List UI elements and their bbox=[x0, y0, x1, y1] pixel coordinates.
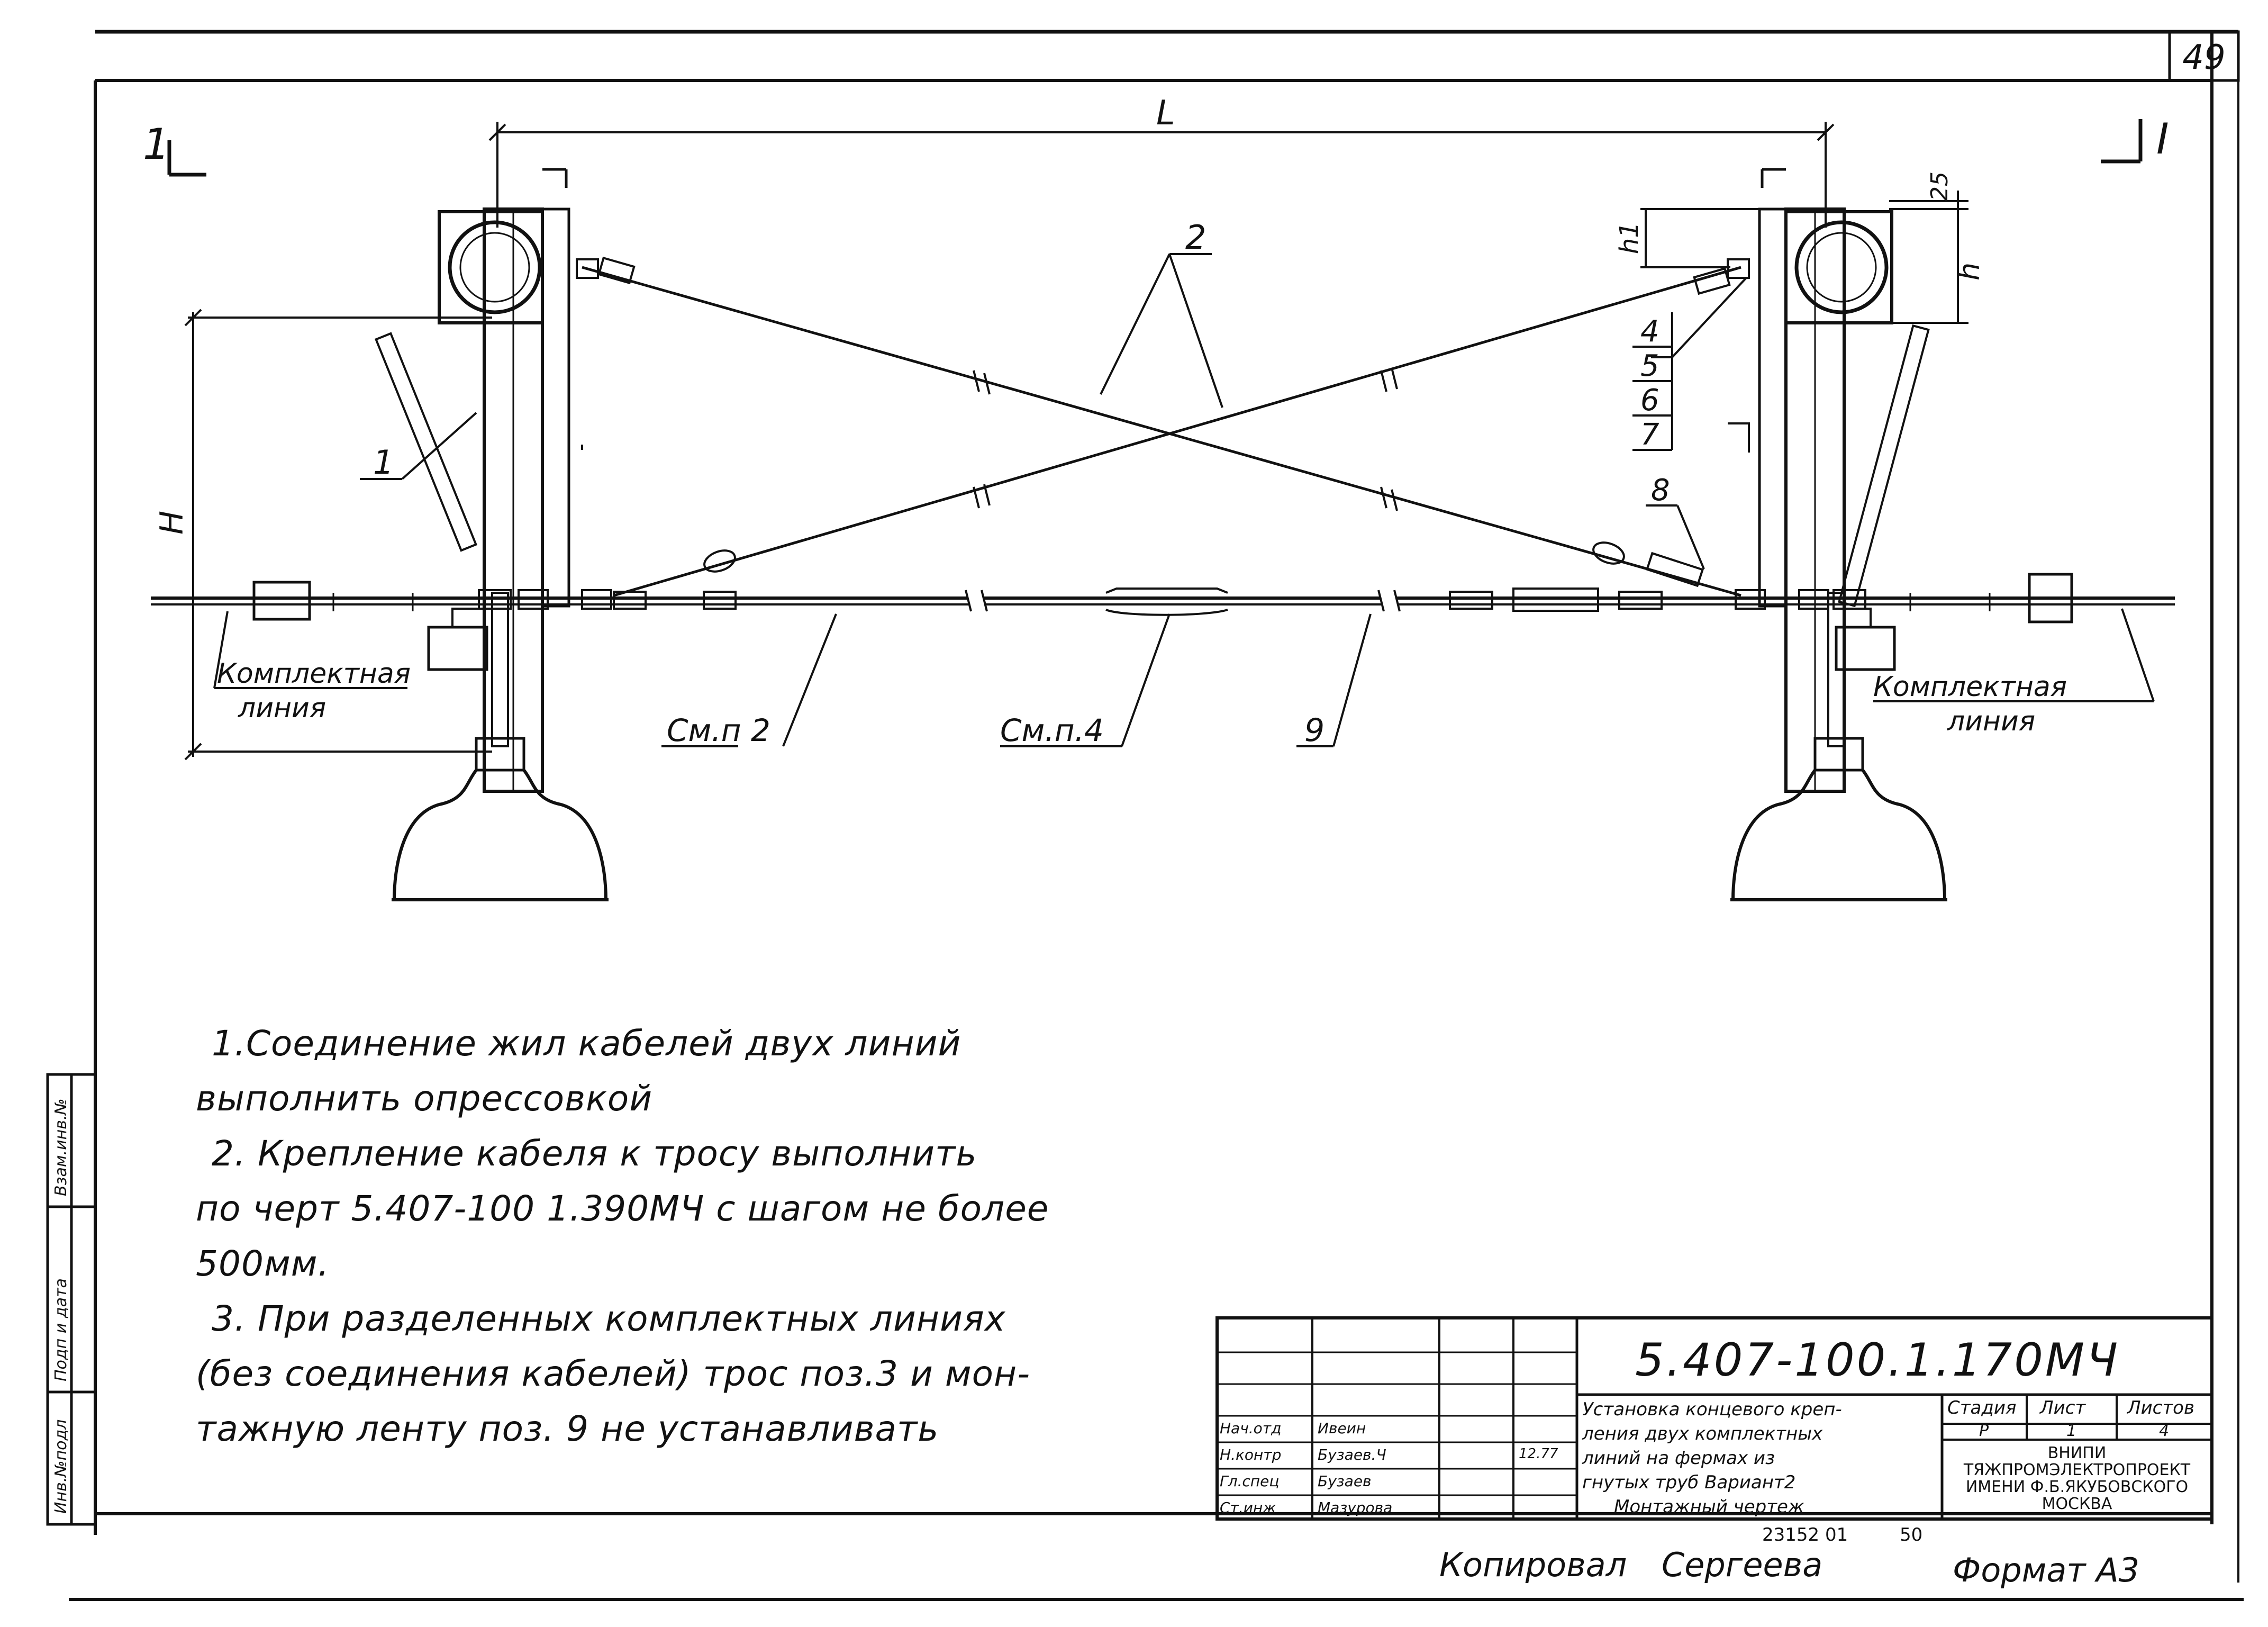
signer-role: Н.контр bbox=[1220, 1446, 1282, 1463]
complete-line-right-1: Комплектная bbox=[1873, 671, 2067, 703]
cable-line bbox=[151, 573, 2175, 623]
section-marker-left bbox=[167, 140, 206, 177]
sheet-value: 1 bbox=[2066, 1422, 2077, 1440]
doc-title-line: Монтажный чертеж bbox=[1614, 1496, 1804, 1517]
signer-name: Мазурова bbox=[1318, 1499, 1393, 1516]
section-label-right: I bbox=[2156, 114, 2169, 164]
doc-title-line: линий на фермах из bbox=[1582, 1448, 1775, 1469]
paper-format: Формат А3 bbox=[1953, 1551, 2140, 1589]
note-line: (без соединения кабелей) трос поз.3 и мо… bbox=[196, 1353, 1031, 1394]
org-line: ТЯЖПРОМЭЛЕКТРОПРОЕКТ bbox=[1963, 1461, 2191, 1479]
guy-wires bbox=[576, 256, 1750, 597]
dim-h1: h1 bbox=[1614, 222, 1644, 254]
height-dimension bbox=[184, 309, 492, 761]
span-label: L bbox=[1156, 94, 1175, 133]
side-stamp-3: Взам.инв.№ bbox=[52, 1098, 70, 1196]
right-dimensions bbox=[1640, 191, 1968, 324]
callout-9: 9 bbox=[1304, 712, 1324, 749]
side-stamp bbox=[46, 1073, 97, 1526]
dim-h: h bbox=[1953, 263, 1986, 281]
archive-number: 23152 01 bbox=[1762, 1524, 1848, 1545]
side-stamp-2: Подп и дата bbox=[52, 1278, 70, 1381]
left-truss bbox=[374, 168, 583, 793]
signer-role: Ст.инж bbox=[1220, 1499, 1276, 1516]
note-line: 3. При разделенных комплектных линиях bbox=[212, 1298, 1006, 1339]
stage-value: Р bbox=[1979, 1422, 1989, 1440]
note-line: по черт 5.407-100 1.390МЧ с шагом не бол… bbox=[196, 1188, 1049, 1229]
sheets-label: Листов bbox=[2127, 1397, 2195, 1418]
callout-see-p4: См.п.4 bbox=[1000, 712, 1104, 748]
doc-title-line: ления двух комплектных bbox=[1582, 1423, 1823, 1444]
left-junction-box bbox=[427, 608, 488, 671]
doc-title-line: гнутых труб Вариант2 bbox=[1582, 1472, 1796, 1493]
height-label: H bbox=[153, 511, 190, 535]
note-line: 2. Крепление кабеля к тросу выполнить bbox=[212, 1133, 977, 1174]
note-line: тажную ленту поз. 9 не устанавливать bbox=[196, 1408, 939, 1449]
dim-25: 25 bbox=[1926, 171, 1953, 201]
complete-line-right-2: линия bbox=[1947, 706, 2035, 737]
callout-1: 1 bbox=[373, 443, 394, 482]
right-lamp bbox=[1730, 592, 1947, 901]
section-label-left: 1 bbox=[143, 120, 170, 169]
signer-role: Гл.спец bbox=[1220, 1472, 1280, 1490]
callout-4: 4 bbox=[1640, 314, 1659, 349]
callout-see-p2: См.п 2 bbox=[667, 712, 770, 748]
section-marker-right bbox=[2101, 119, 2143, 164]
archive-sheet: 50 bbox=[1900, 1524, 1923, 1545]
callout-leaders bbox=[213, 253, 2155, 747]
copied-by-name: Сергеева bbox=[1662, 1545, 1823, 1584]
org-line: МОСКВА bbox=[2042, 1495, 2112, 1513]
callout-7: 7 bbox=[1640, 418, 1659, 452]
sheet-label: Лист bbox=[2040, 1397, 2086, 1418]
page-number: 49 bbox=[2182, 38, 2225, 77]
doc-title: Установка концевого креп- ления двух ком… bbox=[1582, 1397, 1842, 1519]
org-name: ВНИПИ ТЯЖПРОМЭЛЕКТРОПРОЕКТ ИМЕНИ Ф.Б.ЯКУ… bbox=[1947, 1445, 2207, 1513]
note-line: 500мм. bbox=[196, 1243, 330, 1284]
callout-5: 5 bbox=[1640, 349, 1659, 383]
signer-name: Ивеин bbox=[1318, 1420, 1366, 1437]
callout-8: 8 bbox=[1651, 473, 1670, 508]
signer-name: Бузаев bbox=[1318, 1472, 1372, 1490]
org-line: ВНИПИ bbox=[2047, 1444, 2107, 1462]
signer-role: Нач.отд bbox=[1220, 1420, 1282, 1437]
side-stamp-1: Инв.№подл bbox=[52, 1420, 70, 1514]
stage-label: Стадия bbox=[1947, 1397, 2017, 1418]
copied-by-label: Копировал bbox=[1439, 1545, 1627, 1584]
sheet-frame bbox=[69, 30, 2244, 1601]
callout-6: 6 bbox=[1640, 383, 1659, 418]
note-line: 1.Соединение жил кабелей двух линий bbox=[212, 1023, 961, 1064]
title-block-grid bbox=[1215, 1316, 2213, 1521]
doc-number: 5.407-100.1.170МЧ bbox=[1635, 1334, 2120, 1387]
callout-2: 2 bbox=[1185, 218, 1206, 257]
complete-line-left-2: линия bbox=[238, 692, 326, 724]
sign-date: 12.77 bbox=[1519, 1446, 1558, 1462]
note-line: выполнить опрессовкой bbox=[196, 1078, 653, 1119]
org-line: ИМЕНИ Ф.Б.ЯКУБОВСКОГО bbox=[1965, 1478, 2189, 1496]
drawing-notes: 1.Соединение жил кабелей двух линий выпо… bbox=[196, 1016, 1148, 1457]
span-dimension bbox=[488, 122, 1835, 228]
left-lamp bbox=[392, 592, 609, 901]
right-truss bbox=[1728, 168, 1930, 793]
signer-name: Бузаев.Ч bbox=[1318, 1446, 1386, 1463]
complete-line-left-1: Комплектная bbox=[217, 658, 411, 690]
callout-stack bbox=[1632, 312, 1673, 451]
sheets-value: 4 bbox=[2159, 1422, 2170, 1440]
doc-title-line: Установка концевого креп- bbox=[1582, 1399, 1842, 1420]
